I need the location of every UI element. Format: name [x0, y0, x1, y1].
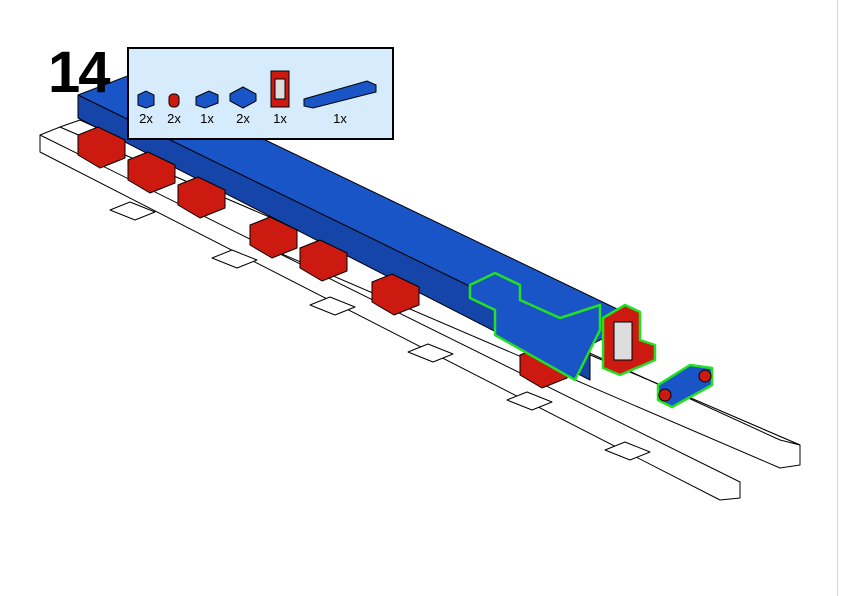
red-round-brick — [698, 369, 712, 383]
red-brick — [77, 126, 126, 169]
part-blue-2x2-brick: 2x — [229, 85, 257, 126]
new-small-bricks — [656, 363, 714, 409]
part-blue-1x2-brick: 1x — [195, 89, 219, 126]
red-brick — [299, 239, 348, 282]
red-brick — [249, 216, 298, 259]
parts-list-panel: 2x 2x 1x 2x 1x 1x — [127, 47, 394, 140]
red-round-brick — [658, 388, 672, 402]
part-quantity: 2x — [167, 111, 181, 126]
part-red-round-brick: 2x — [167, 91, 181, 126]
part-quantity: 1x — [273, 111, 287, 126]
new-blue-bricks — [468, 271, 602, 382]
part-blue-1x1-brick: 2x — [137, 89, 155, 126]
blue-1x2-brick-icon — [195, 90, 219, 109]
red-brick — [371, 273, 420, 316]
part-blue-1x8-brick: 1x — [303, 79, 377, 126]
window-pane — [613, 321, 633, 361]
part-quantity: 2x — [139, 111, 153, 126]
white-support — [109, 201, 156, 221]
white-support — [309, 296, 356, 316]
blue-2x2-brick-icon — [229, 86, 257, 109]
part-red-window: 1x — [269, 69, 291, 126]
red-round-brick-icon — [168, 93, 180, 108]
white-support — [211, 249, 258, 269]
part-quantity: 1x — [200, 111, 214, 126]
white-rail-front — [39, 134, 741, 501]
part-quantity: 2x — [236, 111, 250, 126]
red-brick — [177, 176, 226, 219]
red-brick — [127, 151, 176, 194]
blue-1x1-brick-icon — [137, 90, 155, 109]
blue-1x8-brick-icon — [303, 80, 377, 109]
step-number: 14 — [48, 40, 110, 105]
white-support — [407, 343, 454, 363]
part-quantity: 1x — [333, 111, 347, 126]
red-window-icon — [270, 70, 290, 108]
white-support — [506, 391, 553, 411]
page-edge — [837, 0, 838, 596]
blue-wall-front — [77, 94, 591, 381]
white-support — [604, 441, 651, 461]
